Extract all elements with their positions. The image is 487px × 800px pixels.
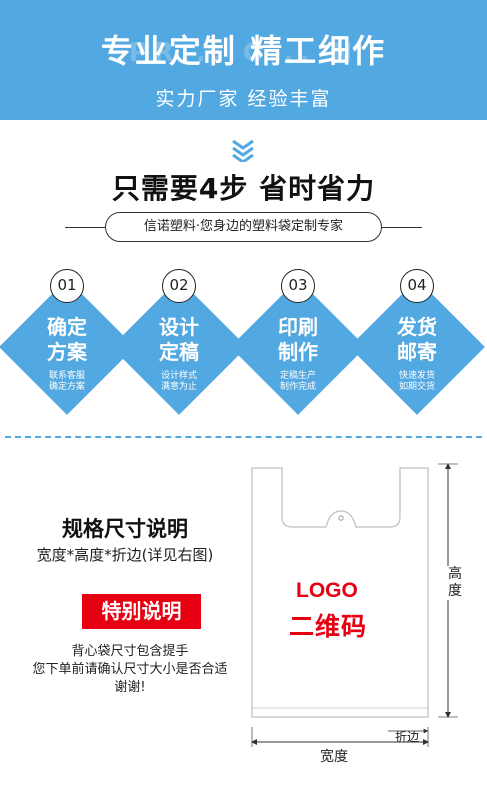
dashed-divider bbox=[5, 436, 482, 438]
bag-size-diagram: LOGO 二维码 高 度 折边 宽度 bbox=[238, 455, 478, 770]
step-desc: 定稿生产 制作完成 bbox=[279, 371, 316, 392]
step-title: 发货 邮寄 bbox=[397, 315, 437, 364]
banner-watermark-text: PR... C... N bbox=[128, 38, 359, 68]
step-4: 04 发货 邮寄 快速发货 如期交货 bbox=[349, 255, 485, 415]
bag-outline-svg bbox=[251, 463, 458, 747]
step-1: 01 确定 方案 联系客服 确定方案 bbox=[0, 255, 135, 415]
banner-subtitle: 实力厂家 经验丰富 bbox=[155, 88, 332, 110]
step-3: 03 印刷 制作 定稿生产 制作完成 bbox=[230, 255, 366, 415]
fold-label: 折边 bbox=[395, 730, 420, 744]
spec-subtitle: 宽度*高度*折边(详见右图) bbox=[36, 546, 214, 564]
width-label: 宽度 bbox=[320, 749, 348, 765]
step-number: 03 bbox=[281, 269, 315, 303]
note-line: 背心袋尺寸包含提手 bbox=[71, 644, 189, 659]
top-banner: PR... C... N 专业定制 精工细作 实力厂家 经验丰富 bbox=[0, 0, 487, 120]
step-2: 02 设计 定稿 设计样式 满意为止 bbox=[111, 255, 247, 415]
step-number: 01 bbox=[50, 269, 84, 303]
step-desc: 快速发货 如期交货 bbox=[398, 371, 435, 392]
vest-bag-shape bbox=[251, 467, 429, 718]
step-number: 04 bbox=[400, 269, 434, 303]
note-text: 背心袋尺寸包含提手 您下单前请确认尺寸大小是否合适 谢谢! bbox=[0, 643, 260, 697]
step-number: 02 bbox=[162, 269, 196, 303]
note-line: 谢谢! bbox=[114, 680, 146, 695]
step-title: 设计 定稿 bbox=[159, 315, 199, 364]
banner-title: 专业定制 精工细作 bbox=[100, 32, 387, 70]
spec-title: 规格尺寸说明 bbox=[62, 517, 188, 541]
headline: 只需要4步 省时省力 bbox=[111, 172, 376, 205]
note-line: 您下单前请确认尺寸大小是否合适 bbox=[32, 662, 228, 677]
qr-code-placeholder-text: 二维码 bbox=[289, 612, 368, 641]
slogan-pill: 信诺塑料·您身边的塑料袋定制专家 bbox=[105, 212, 382, 242]
step-desc: 联系客服 确定方案 bbox=[48, 371, 85, 392]
height-label: 高 度 bbox=[445, 566, 465, 600]
logo-placeholder-text: LOGO bbox=[296, 579, 358, 602]
step-title: 印刷 制作 bbox=[278, 315, 318, 364]
step-title: 确定 方案 bbox=[47, 315, 87, 364]
chevron-down-icon bbox=[232, 139, 254, 162]
step-desc: 设计样式 满意为止 bbox=[160, 371, 197, 392]
steps-row: 01 确定 方案 联系客服 确定方案 02 设计 定稿 设计样式 满意为止 03… bbox=[0, 255, 487, 425]
special-note-badge: 特别说明 bbox=[82, 594, 201, 629]
